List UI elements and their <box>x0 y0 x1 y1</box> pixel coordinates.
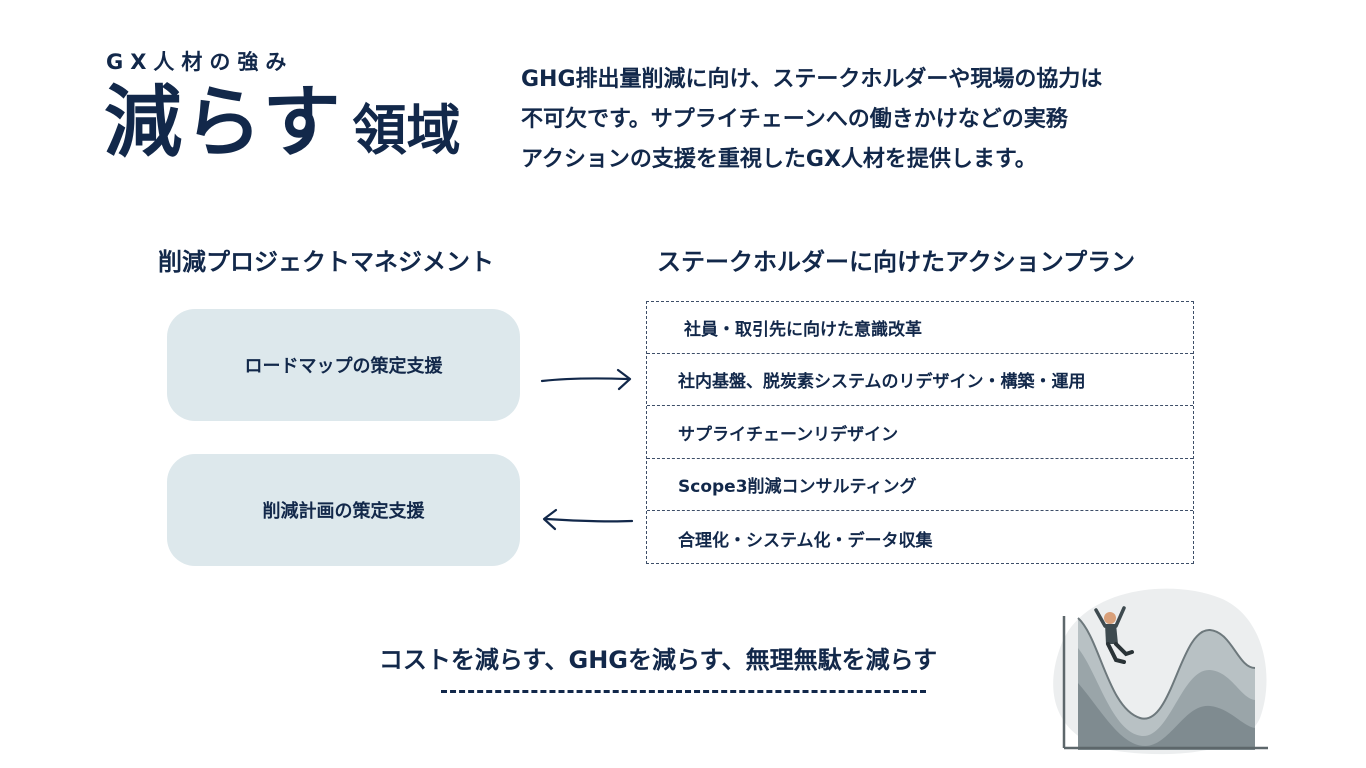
action-item-label: 社員・取引先に向けた意識改革 <box>684 320 922 340</box>
action-plan-list: 社員・取引先に向けた意識改革 社内基盤、脱炭素システムのリデザイン・構築・運用 … <box>646 301 1194 564</box>
right-column-heading: ステークホルダーに向けたアクションプラン <box>657 248 1136 276</box>
intro-line: アクションの支援を重視したGX人材を提供します。 <box>521 147 1037 172</box>
reduction-plan-support-card: 削減計画の策定支援 <box>167 454 520 566</box>
list-item: 社員・取引先に向けた意識改革 <box>647 302 1193 354</box>
action-item-label: 社内基盤、脱炭素システムのリデザイン・構築・運用 <box>678 372 1086 392</box>
tagline: コストを減らす、GHGを減らす、無理無駄を減らす <box>0 640 1366 675</box>
left-column-heading: 削減プロジェクトマネジメント <box>158 248 494 276</box>
list-item: 合理化・システム化・データ収集 <box>647 511 1193 565</box>
eyebrow-label: GX人材の強み <box>106 50 294 74</box>
roadmap-support-card: ロードマップの策定支援 <box>167 309 520 421</box>
arrow-right-icon <box>540 368 632 391</box>
action-item-label: 合理化・システム化・データ収集 <box>678 530 933 551</box>
intro-paragraph: GHG排出量削減に向け、ステークホルダーや現場の協力は 不可欠です。サプライチェ… <box>521 60 1261 180</box>
list-item: 社内基盤、脱炭素システムのリデザイン・構築・運用 <box>647 354 1193 406</box>
page-title-main: 減らす <box>104 78 343 168</box>
list-item: Scope3削減コンサルティング <box>647 459 1193 511</box>
action-item-label: サプライチェーンリデザイン <box>678 425 899 445</box>
action-item-label: Scope3削減コンサルティング <box>678 477 917 497</box>
intro-line: GHG排出量削減に向け、ステークホルダーや現場の協力は <box>521 67 1103 92</box>
list-item: サプライチェーンリデザイン <box>647 407 1193 459</box>
roadmap-support-label: ロードマップの策定支援 <box>244 356 443 377</box>
intro-line: 不可欠です。サプライチェーンへの働きかけなどの実務 <box>521 107 1068 132</box>
page-title: 減らす領域 <box>104 84 460 162</box>
reduction-plan-support-label: 削減計画の策定支援 <box>262 501 425 522</box>
page-title-sub: 領域 <box>352 99 461 162</box>
tagline-underline <box>441 690 926 693</box>
arrow-left-icon <box>542 508 634 531</box>
tagline-text: コストを減らす、GHGを減らす、無理無駄を減らす <box>378 646 938 674</box>
person-on-wave-chart-illustration <box>1053 588 1268 755</box>
